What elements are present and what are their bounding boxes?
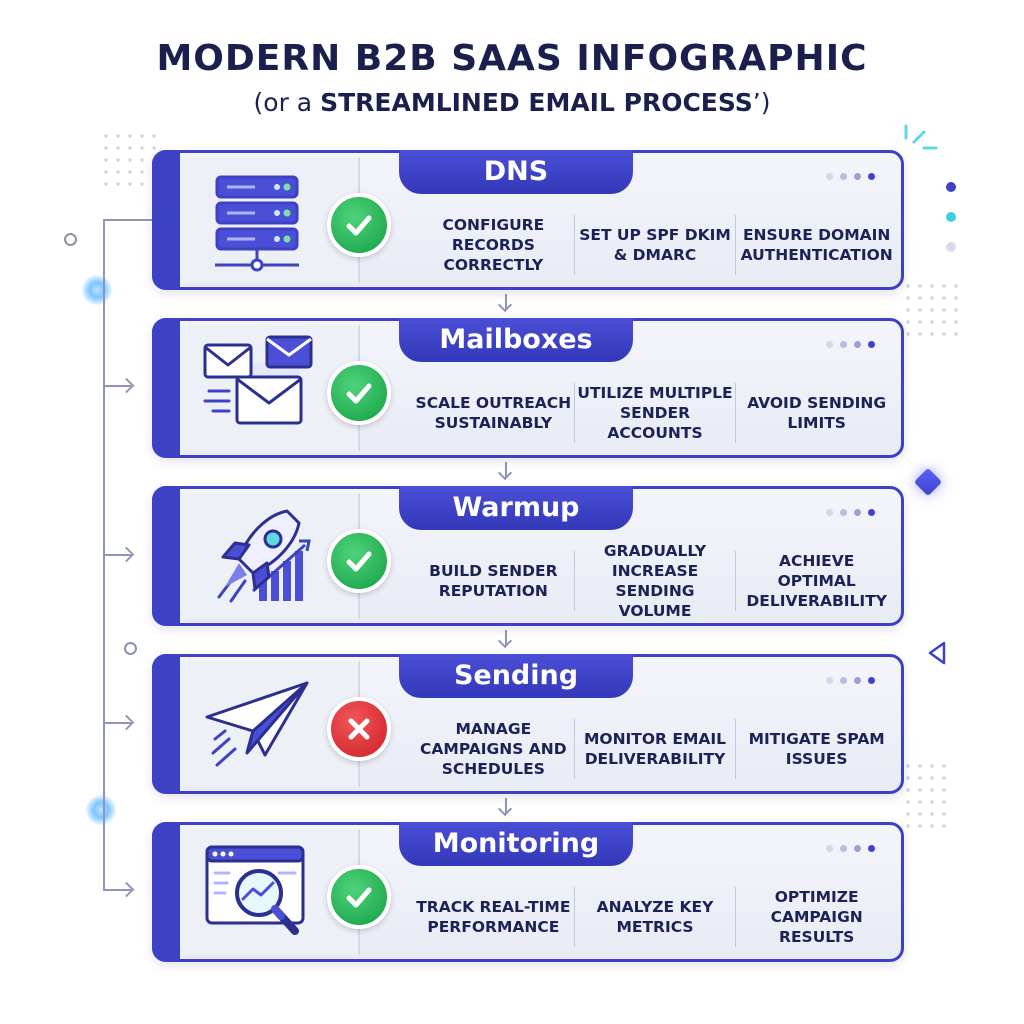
server-icon (195, 165, 345, 283)
decor-ring (64, 233, 77, 246)
step-details: BUILD SENDER REPUTATION GRADUALLY INCREA… (413, 541, 897, 621)
step-title-sending: Sending (399, 654, 633, 698)
decor-dot (946, 212, 956, 222)
card-dots (826, 677, 875, 684)
step-title-monitoring: Monitoring (399, 822, 633, 866)
card-accent-bar (152, 318, 180, 458)
card-accent-bar (152, 822, 180, 962)
column-divider (735, 719, 737, 779)
step-details: CONFIGURE RECORDS CORRECTLY SET UP SPF D… (413, 205, 897, 285)
paper-plane-icon (195, 669, 345, 787)
decor-dot (946, 242, 956, 252)
column-divider (573, 719, 575, 779)
step-detail: UTILIZE MULTIPLE SENDER ACCOUNTS (577, 384, 733, 442)
infographic-subtitle: (or a STREAMLINED EMAIL PROCESS’) (0, 88, 1024, 117)
subtitle-suffix: ’) (752, 88, 771, 117)
step-detail: MANAGE CAMPAIGNS AND SCHEDULES (420, 720, 567, 778)
step-details: MANAGE CAMPAIGNS AND SCHEDULES MONITOR E… (413, 709, 897, 789)
column-divider (735, 215, 737, 275)
card-dots (826, 173, 875, 180)
step-detail: ACHIEVE OPTIMAL DELIVERABILITY (746, 552, 887, 610)
subtitle-prefix: (or a (253, 88, 321, 117)
column-divider (573, 551, 575, 611)
card-accent-bar (152, 654, 180, 794)
decor-dot-grid (902, 280, 962, 340)
step-down-arrow-icon (505, 462, 507, 478)
step-detail: ANALYZE KEY METRICS (596, 898, 714, 936)
step-detail: BUILD SENDER REPUTATION (429, 562, 558, 600)
step-detail: AVOID SENDING LIMITS (747, 394, 887, 432)
decor-dot-grid (902, 760, 950, 830)
decor-ring (124, 642, 137, 655)
subtitle-emphasis: STREAMLINED EMAIL PROCESS (320, 88, 753, 117)
decor-glow (82, 275, 112, 305)
flow-arrow-icon (118, 546, 135, 563)
rocket-icon (195, 501, 345, 619)
column-divider (573, 383, 575, 443)
card-accent-bar (152, 486, 180, 626)
column-divider (735, 383, 737, 443)
step-details: TRACK REAL-TIME PERFORMANCE ANALYZE KEY … (413, 877, 897, 957)
infographic-title: MODERN B2B SAAS INFOGRAPHIC (156, 38, 868, 79)
step-detail: MITIGATE SPAM ISSUES (748, 730, 885, 768)
flow-arrow-icon (118, 377, 135, 394)
check-icon (327, 865, 391, 929)
check-icon (327, 193, 391, 257)
step-card-warmup: Warmup BUILD SENDER REPUTATION GRADUALLY… (152, 486, 904, 626)
step-detail: OPTIMIZE CAMPAIGN RESULTS (770, 888, 863, 946)
step-card-dns: DNS CONFIGURE RECORDS CORRECTLY SET UP S… (152, 150, 904, 290)
column-divider (573, 887, 575, 947)
step-detail: SET UP SPF DKIM & DMARC (579, 226, 731, 264)
flow-connector-branch (103, 722, 131, 724)
step-detail: SCALE OUTREACH SUSTAINABLY (415, 394, 572, 432)
flow-connector-branch (103, 554, 131, 556)
card-accent-bar (152, 150, 180, 290)
decor-triangle-icon (928, 641, 946, 665)
flow-arrow-icon (118, 714, 135, 731)
step-detail: TRACK REAL-TIME PERFORMANCE (416, 898, 571, 936)
step-detail: MONITOR EMAIL DELIVERABILITY (583, 730, 727, 768)
card-dots (826, 845, 875, 852)
flow-connector-branch (103, 889, 131, 891)
step-card-monitoring: Monitoring TRACK REAL-TIME PERFORMANCE A… (152, 822, 904, 962)
step-down-arrow-icon (505, 630, 507, 646)
decor-glow (86, 795, 116, 825)
column-divider (735, 887, 737, 947)
flow-arrow-icon (118, 881, 135, 898)
check-icon (327, 361, 391, 425)
column-divider (573, 215, 575, 275)
cross-icon (327, 697, 391, 761)
step-title-mailboxes: Mailboxes (399, 318, 633, 362)
step-down-arrow-icon (505, 798, 507, 814)
check-icon (327, 529, 391, 593)
column-divider (735, 551, 737, 611)
flow-connector-top (103, 219, 155, 221)
step-down-arrow-icon (505, 294, 507, 310)
step-details: SCALE OUTREACH SUSTAINABLY UTILIZE MULTI… (413, 373, 897, 453)
decor-dot (946, 182, 956, 192)
flow-connector-branch (103, 385, 131, 387)
step-detail: GRADUALLY INCREASE SENDING VOLUME (603, 542, 707, 620)
step-detail: ENSURE DOMAIN AUTHENTICATION (740, 226, 893, 264)
step-title-dns: DNS (399, 150, 633, 194)
step-card-sending: Sending MANAGE CAMPAIGNS AND SCHEDULES M… (152, 654, 904, 794)
step-title-warmup: Warmup (399, 486, 633, 530)
decor-dot-grid (100, 130, 162, 192)
step-detail: CONFIGURE RECORDS CORRECTLY (442, 216, 545, 274)
card-dots (826, 341, 875, 348)
decor-diamond-icon (913, 467, 943, 497)
decor-spark-icon (904, 124, 938, 150)
envelopes-icon (195, 333, 345, 451)
card-dots (826, 509, 875, 516)
step-card-mailboxes: Mailboxes SCALE OUTREACH SUSTAINABLY UTI… (152, 318, 904, 458)
magnifier-chart-icon (195, 837, 345, 955)
